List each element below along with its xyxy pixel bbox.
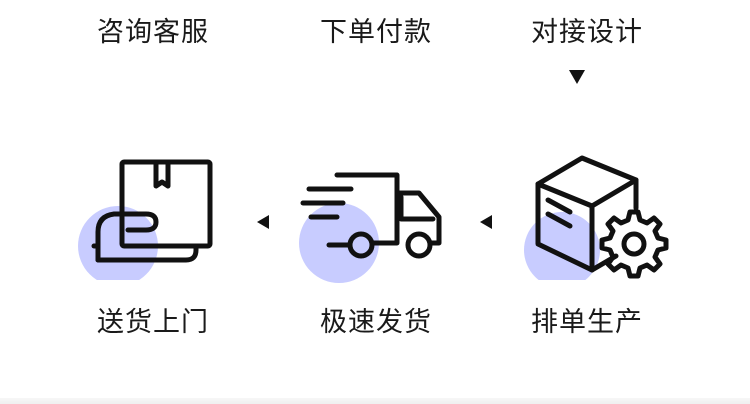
step-shipping-label: 极速发货 bbox=[320, 307, 432, 338]
step-design-label: 对接设计 bbox=[531, 17, 643, 48]
step-production-label: 排单生产 bbox=[531, 307, 643, 338]
hand-holding-box-icon bbox=[78, 159, 213, 280]
fast-truck-icon bbox=[299, 172, 442, 283]
bottom-divider bbox=[0, 398, 750, 404]
step-consult-label: 咨询客服 bbox=[97, 17, 209, 48]
step-delivery-label: 送货上门 bbox=[97, 307, 209, 338]
triangle-left-icon bbox=[257, 215, 269, 229]
triangle-left-icon bbox=[480, 215, 492, 229]
step-pay-label: 下单付款 bbox=[320, 17, 432, 48]
triangle-down-icon bbox=[569, 70, 585, 84]
box-with-gear-icon bbox=[524, 155, 669, 280]
